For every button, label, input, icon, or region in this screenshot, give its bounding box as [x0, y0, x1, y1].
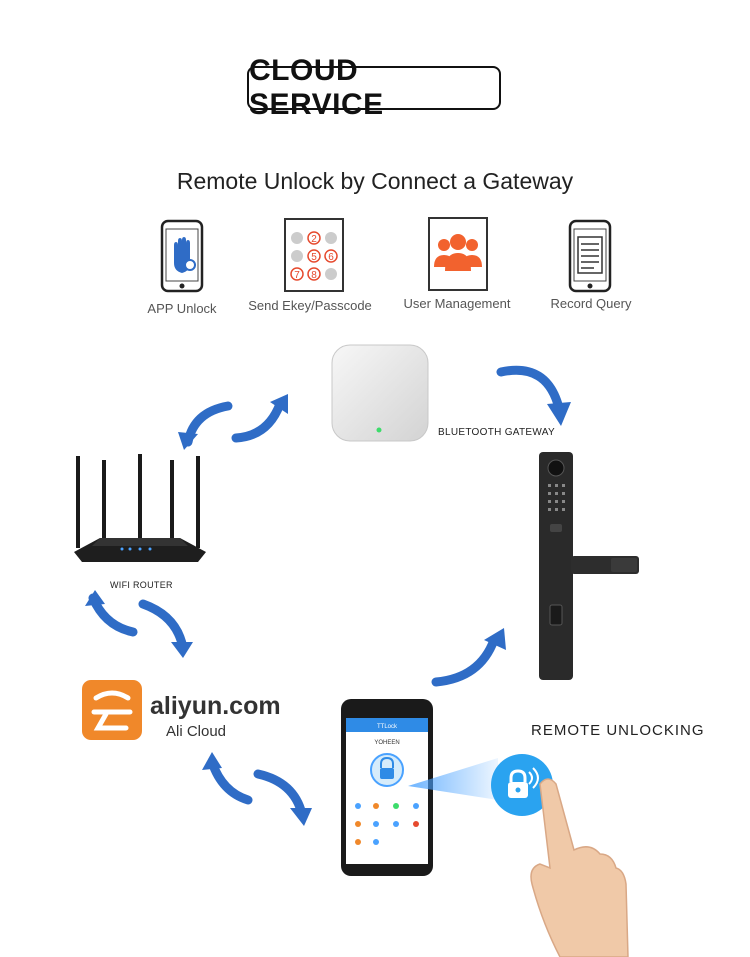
gateway-label: BLUETOOTH GATEWAY	[438, 427, 555, 438]
aliyun-name: aliyun.com	[150, 692, 281, 720]
smart-door-lock-device	[539, 452, 639, 680]
keypad-digit: 7	[294, 270, 300, 281]
keypad-digit: 5	[311, 252, 317, 263]
keypad-digit: 8	[311, 270, 317, 281]
arrow-up-right-icon	[431, 628, 506, 687]
sync-arrows-icon	[85, 590, 193, 658]
app-title: TTLock	[377, 724, 398, 730]
wifi-router-device	[74, 454, 206, 562]
aliyun-logo-icon	[82, 680, 142, 740]
remote-unlock-button-icon[interactable]	[489, 752, 555, 818]
keypad-icon: 2 5 6 7 8	[284, 218, 344, 292]
feature-label-send-ekey: Send Ekey/Passcode	[248, 298, 372, 313]
smartphone-device: TTLock YOHEEN	[341, 699, 433, 876]
feature-label-app-unlock: APP Unlock	[147, 301, 217, 316]
pointing-hand-icon	[530, 778, 629, 957]
aliyun-sub: Ali Cloud	[166, 723, 227, 740]
signal-beam	[408, 758, 498, 800]
users-icon	[428, 217, 488, 291]
subtitle: Remote Unlock by Connect a Gateway	[176, 168, 574, 194]
sync-arrows-icon	[202, 752, 312, 826]
keypad-digit: 6	[328, 252, 334, 263]
keypad-digit: 2	[311, 234, 317, 245]
feature-label-record-query: Record Query	[550, 296, 632, 311]
phone-hand-icon	[160, 219, 204, 293]
bluetooth-gateway-device	[331, 344, 429, 442]
sync-arrows-icon	[178, 394, 288, 450]
app-lock-name: YOHEEN	[374, 740, 399, 746]
remote-unlocking-label: REMOTE UNLOCKING	[531, 722, 705, 739]
feature-label-user-management: User Management	[403, 296, 511, 311]
record-doc-icon	[568, 219, 612, 293]
router-label: WIFI ROUTER	[110, 580, 173, 590]
page-title: CLOUD SERVICE	[247, 54, 501, 121]
arrow-right-down-icon	[496, 365, 571, 426]
